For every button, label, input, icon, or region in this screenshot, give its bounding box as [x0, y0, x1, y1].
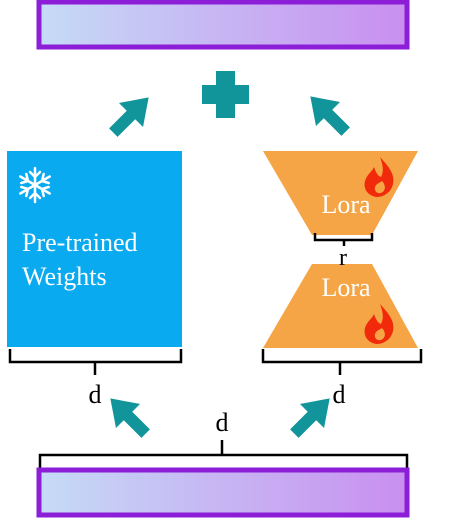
pretrained-weights-label: Pre-trained Weights — [22, 226, 138, 294]
flame-icon — [364, 304, 394, 344]
output-bar — [36, 0, 410, 50]
up-left-arrow-icon — [110, 398, 150, 438]
up-right-arrow-icon — [290, 398, 330, 438]
lora-bottom-label: Lora — [321, 273, 371, 302]
rank-label: r — [339, 245, 347, 271]
snowflake-icon — [19, 166, 51, 204]
right-dimension-label: d — [333, 380, 346, 409]
right-dimension-bracket — [261, 349, 423, 375]
left-dimension-label: d — [89, 380, 102, 409]
pretrained-line-2: Weights — [22, 262, 107, 291]
up-right-arrow-icon — [109, 97, 149, 137]
up-left-arrow-icon — [310, 96, 350, 136]
lora-top-label: Lora — [321, 190, 371, 219]
rank-bracket — [313, 233, 374, 246]
bottom-dimension-label: d — [216, 408, 229, 437]
input-bar — [36, 467, 410, 518]
bottom-dimension-bracket — [38, 440, 409, 469]
pretrained-line-1: Pre-trained — [22, 228, 138, 257]
lora-down-projection — [263, 151, 418, 235]
plus-icon — [202, 71, 249, 118]
left-dimension-bracket — [8, 349, 183, 375]
flame-icon — [364, 157, 394, 197]
